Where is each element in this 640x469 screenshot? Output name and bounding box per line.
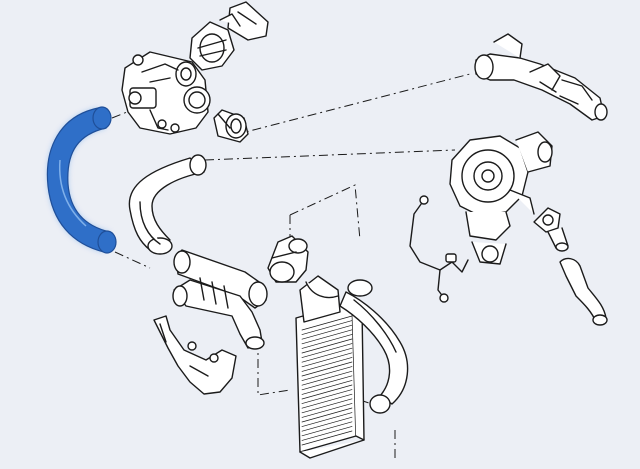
- oil-feed-line: [409, 195, 469, 303]
- intercooler-fin-line: [301, 375, 353, 391]
- charge-air-pipe: [172, 249, 268, 350]
- intercooler-fin-line: [301, 343, 353, 358]
- intercooler-core-fins: [301, 315, 353, 446]
- intercooler-fin-line: [301, 329, 353, 345]
- intake-connector: [189, 1, 269, 71]
- intercooler-return-hose: [339, 279, 409, 414]
- turbo-outlet-hose: [128, 154, 207, 255]
- guide-line-upper-hose: [111, 109, 133, 119]
- maf-sensor-coupling: [213, 109, 249, 143]
- guide-line-hose-to-turbo: [204, 149, 456, 161]
- intercooler-fin-line: [301, 426, 353, 441]
- intercooler-fin-line: [301, 421, 353, 437]
- intercooler-fin-line: [301, 338, 353, 354]
- intercooler-fin-line: [301, 366, 353, 381]
- intercooler-outlet-elbow: [267, 235, 309, 283]
- intercooler-fin-line: [301, 412, 353, 427]
- oil-return-flange: [533, 207, 569, 252]
- intercooler: [295, 275, 365, 459]
- intercooler-fin-line: [301, 407, 353, 423]
- turbocharger: [449, 131, 553, 265]
- mounting-bracket: [153, 315, 237, 395]
- intercooler-fin-line: [301, 320, 353, 335]
- intercooler-fin-line: [301, 370, 353, 386]
- guide-line-throttle-to-duct: [233, 73, 471, 136]
- intercooler-fin-line: [301, 384, 353, 400]
- coolant-hose: [559, 257, 608, 326]
- air-intake-duct: [474, 33, 608, 121]
- intercooler-fin-line: [301, 403, 353, 418]
- intercooler-fin-line: [301, 347, 353, 363]
- intercooler-fin-line: [301, 315, 353, 331]
- intercooler-fin-line: [301, 416, 353, 432]
- guide-line-bracket: [257, 340, 291, 396]
- intercooler-fin-line: [301, 334, 353, 349]
- throttle-body: [121, 51, 211, 135]
- guide-line-lower-hose: [114, 251, 151, 269]
- guide-line-intercooler-top: [289, 184, 361, 241]
- intercooler-fin-line: [301, 430, 353, 446]
- intercooler-fin-line: [301, 393, 353, 409]
- intercooler-fin-line: [301, 380, 353, 395]
- intercooler-fin-line: [301, 389, 353, 404]
- intercooler-inlet-hose[interactable]: [46, 106, 117, 254]
- intercooler-fin-line: [301, 361, 353, 377]
- intercooler-fin-line: [301, 357, 353, 372]
- intercooler-fin-line: [301, 398, 353, 414]
- intercooler-fin-line: [301, 352, 353, 368]
- intercooler-fin-line: [301, 324, 353, 340]
